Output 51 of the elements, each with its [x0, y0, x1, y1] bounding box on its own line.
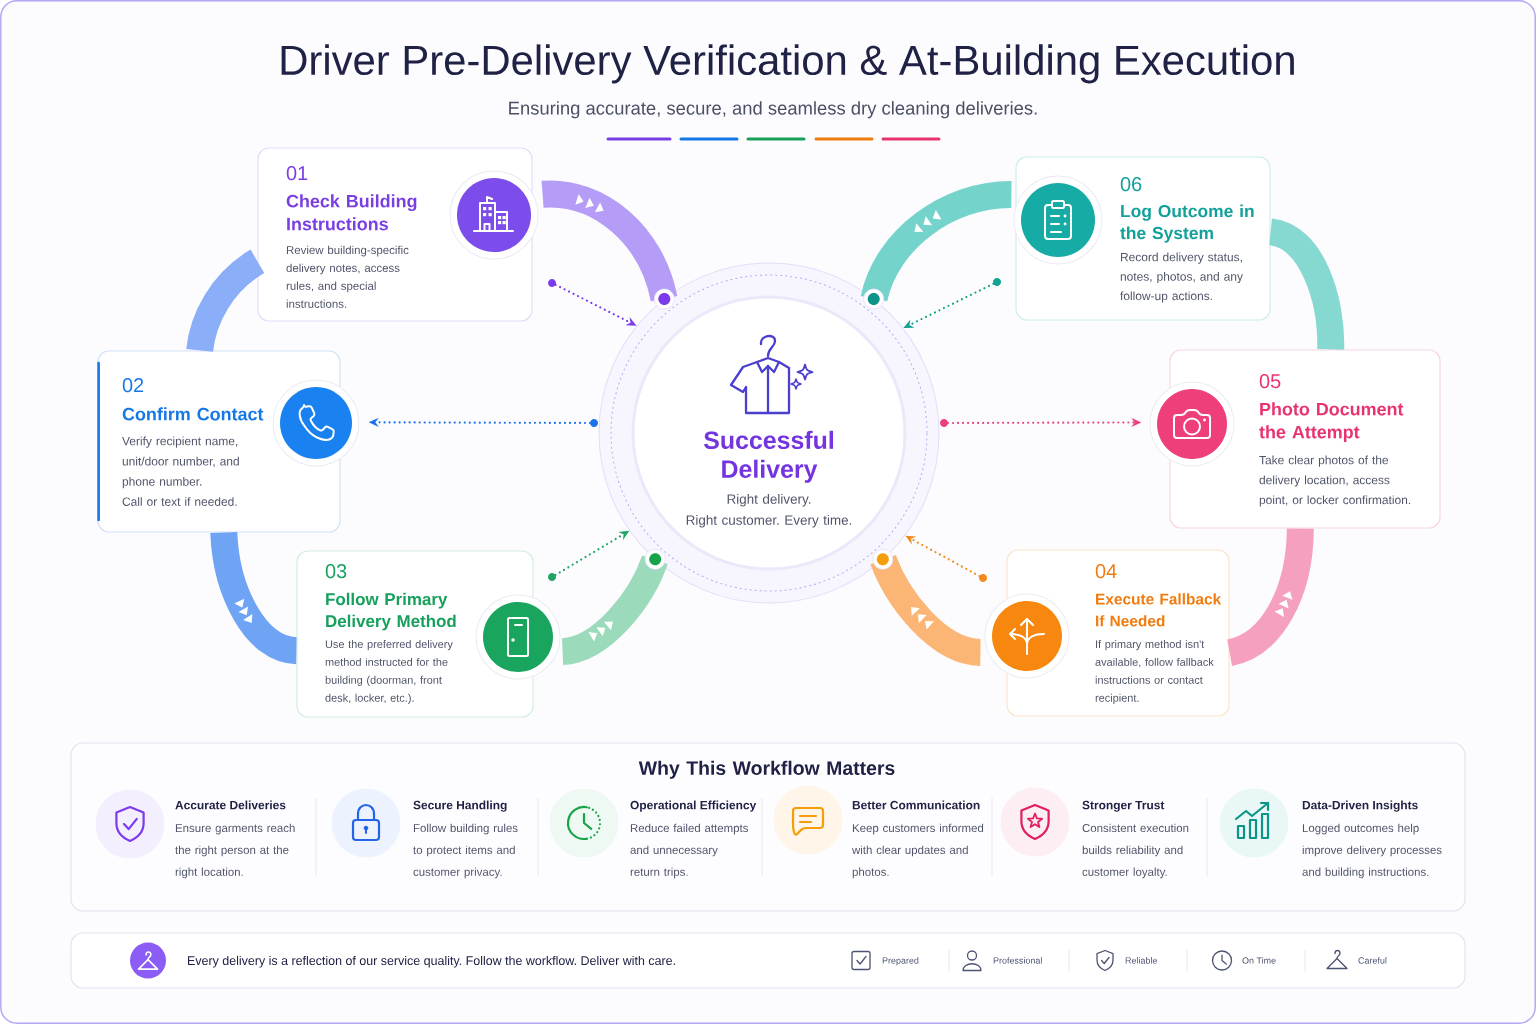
step-number: 03: [325, 564, 347, 579]
benefit-heading: Stronger Trust: [1082, 800, 1165, 812]
step-description: Take clear photos of the delivery location, access point, or locker confirmation.: [1259, 455, 1411, 507]
benefit-description: Logged outcomes help improve delivery processes and building instructions.: [1302, 823, 1442, 879]
benefit-heading: Better Communication: [852, 800, 980, 810]
step-title: Follow Primary Delivery Method: [326, 592, 456, 631]
value-label: Prepared: [882, 957, 919, 966]
curved-arrow: [870, 554, 982, 666]
benefit-heading: Secure Handling: [413, 800, 507, 812]
curved-arrow: [560, 554, 668, 665]
step-description: If primary method isn't available, follow fallback instructions or contact recipient.: [1095, 639, 1214, 704]
value-label: Professional: [993, 957, 1042, 964]
curved-arrow: [1226, 528, 1314, 666]
benefit-heading: Operational Efficiency: [630, 800, 757, 812]
benefit-heading: Data-Driven Insights: [1302, 800, 1418, 812]
benefit-heading: Accurate Deliveries: [175, 800, 286, 810]
footer-bar: [70, 932, 1466, 989]
benefits-panel: [70, 742, 1466, 912]
step-description: Verify recipient name, unit/door number, and phone number.: [122, 436, 239, 489]
step-number: 02: [122, 378, 144, 393]
title: Driver Pre-Delivery Verification & At-Building Execution: [281, 44, 1294, 84]
curved-arrow: [210, 531, 299, 665]
hub-tagline: Right customer. Every time.: [686, 514, 852, 528]
hub-title: Successful Delivery: [703, 430, 833, 483]
benefit-description: Reduce failed attempts and unnecessary return trips.: [630, 823, 749, 879]
benefit-description: Consistent execution builds reliability and customer loyalty.: [1082, 823, 1189, 879]
step-number: 01: [286, 166, 308, 181]
value-label: Reliable: [1125, 957, 1157, 964]
step-card: [1169, 349, 1441, 529]
step-title: Execute Fallback If Needed: [1096, 593, 1222, 627]
step-number: 04: [1095, 564, 1117, 579]
step-title: Confirm Contact: [122, 407, 264, 421]
hub-tagline: Right delivery.: [727, 493, 811, 507]
step-title: Photo Document the Attempt: [1259, 402, 1404, 442]
benefit-description: Keep customers informed with clear updates and photos.: [852, 823, 984, 879]
step-number: 06: [1120, 177, 1142, 192]
subtitle: Ensuring accurate, secure, and seamless dry cleaning deliveries.: [509, 101, 1037, 119]
step-title: Check Building Instructions: [286, 194, 417, 231]
step-description: Call or text if needed.: [122, 497, 237, 506]
benefit-description: Follow building rules to protect items and customer privacy.: [413, 823, 518, 879]
step-number: 05: [1259, 374, 1281, 389]
hub-circle: [598, 262, 940, 604]
step-description: Use the preferred delivery method instructed for the building (doorman, front desk, locker, etc.).: [325, 639, 453, 704]
step-title: Log Outcome in the System: [1120, 204, 1254, 243]
value-label: Careful: [1358, 957, 1387, 964]
footer-message: Every delivery is a reflection of our service quality. Follow the workflow. Deliver with care.: [188, 955, 675, 968]
step-description: Record delivery status, notes, photos, and any follow-up actions.: [1120, 252, 1243, 303]
value-label: On Time: [1242, 957, 1276, 964]
panel-title: Why This Workflow Matters: [638, 760, 895, 779]
step-description: Review building-specific delivery notes, access rules, and special instructions.: [286, 245, 409, 308]
benefit-description: Ensure garments reach the right person at the right location.: [175, 823, 295, 879]
